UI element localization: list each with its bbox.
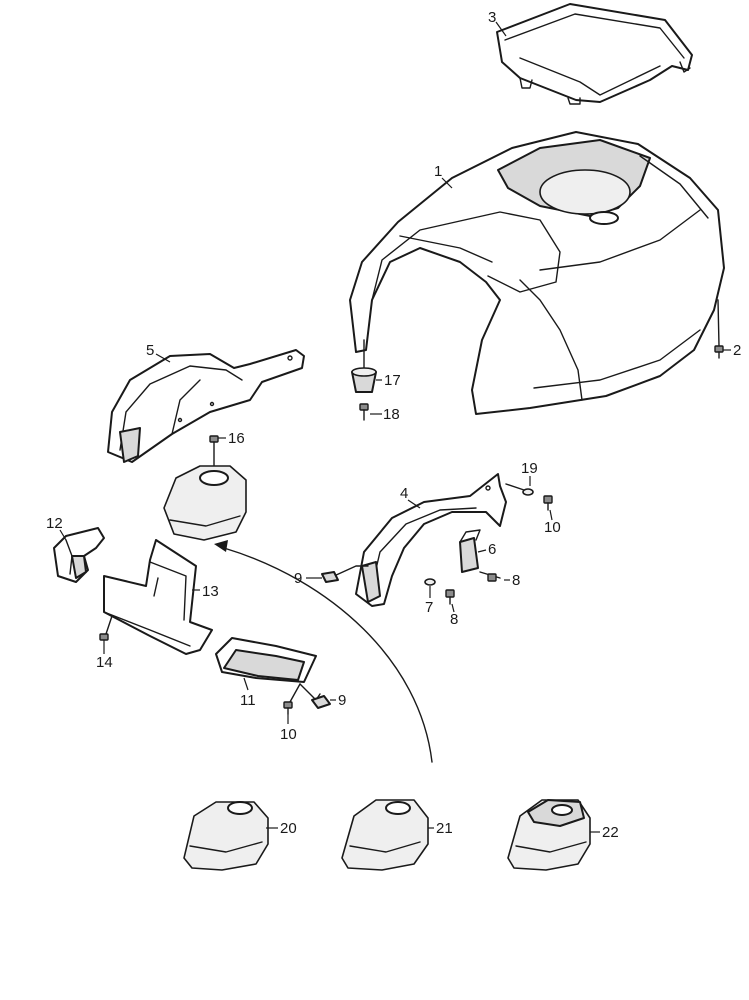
callout-7: 7 (425, 599, 433, 616)
callout-10-lower: 10 (280, 726, 297, 743)
callout-21: 21 (436, 820, 453, 837)
part-1-main-hood (349, 131, 725, 415)
callout-8-lower: 8 (450, 611, 458, 628)
part-4-front-fender (355, 473, 507, 607)
part-21-tank-cover-variant (341, 799, 429, 871)
callout-19: 19 (521, 460, 538, 477)
part-9-clip-upper (321, 565, 369, 583)
callout-5: 5 (146, 342, 154, 359)
part-7-washer (424, 578, 436, 586)
callout-3: 3 (488, 9, 496, 26)
part-10-screw-upper (543, 495, 553, 511)
part-17-buffer (351, 339, 377, 393)
callout-11: 11 (240, 692, 256, 709)
leader-lines (59, 21, 731, 833)
callout-9-upper: 9 (294, 570, 302, 587)
callout-16: 16 (228, 430, 245, 447)
callout-10-upper: 10 (544, 519, 561, 536)
part-6-bracket (459, 529, 481, 573)
part-22-tank-cover-variant (507, 799, 591, 871)
part-13-center-guard (103, 539, 213, 655)
callout-14: 14 (96, 654, 113, 671)
part-8-screw-b (479, 571, 501, 582)
callout-1: 1 (434, 163, 442, 180)
callout-9-lower: 9 (338, 692, 346, 709)
callout-18: 18 (383, 406, 400, 423)
callout-22: 22 (602, 824, 619, 841)
callout-labels: 3 1 2 5 17 18 16 19 4 10 12 6 9 8 13 7 8… (46, 9, 741, 841)
callout-4: 4 (400, 485, 408, 502)
callout-17: 17 (384, 372, 401, 389)
tank-cover-center (163, 465, 247, 541)
part-2-screw (714, 299, 724, 359)
part-14-screw (99, 615, 113, 641)
callout-8-right: 8 (512, 572, 520, 589)
part-12-bracket (53, 527, 105, 583)
part-16-screw (209, 435, 219, 471)
callout-13: 13 (202, 583, 219, 600)
part-11-side-panel (215, 637, 317, 683)
part-3-top-cover (496, 3, 693, 105)
callout-20: 20 (280, 820, 297, 837)
callout-6: 6 (488, 541, 496, 558)
part-10-screw-lower (283, 683, 301, 715)
part-5-fender-bracket (107, 349, 305, 463)
callout-12: 12 (46, 515, 63, 532)
part-19-washer (505, 483, 534, 496)
part-9-clip-lower (299, 683, 331, 709)
part-18-screw (359, 403, 369, 421)
assembly-arrow (214, 540, 433, 763)
part-8-screw-a (445, 589, 455, 605)
callout-2: 2 (733, 342, 741, 359)
part-20-tank-cover-variant (183, 801, 269, 871)
